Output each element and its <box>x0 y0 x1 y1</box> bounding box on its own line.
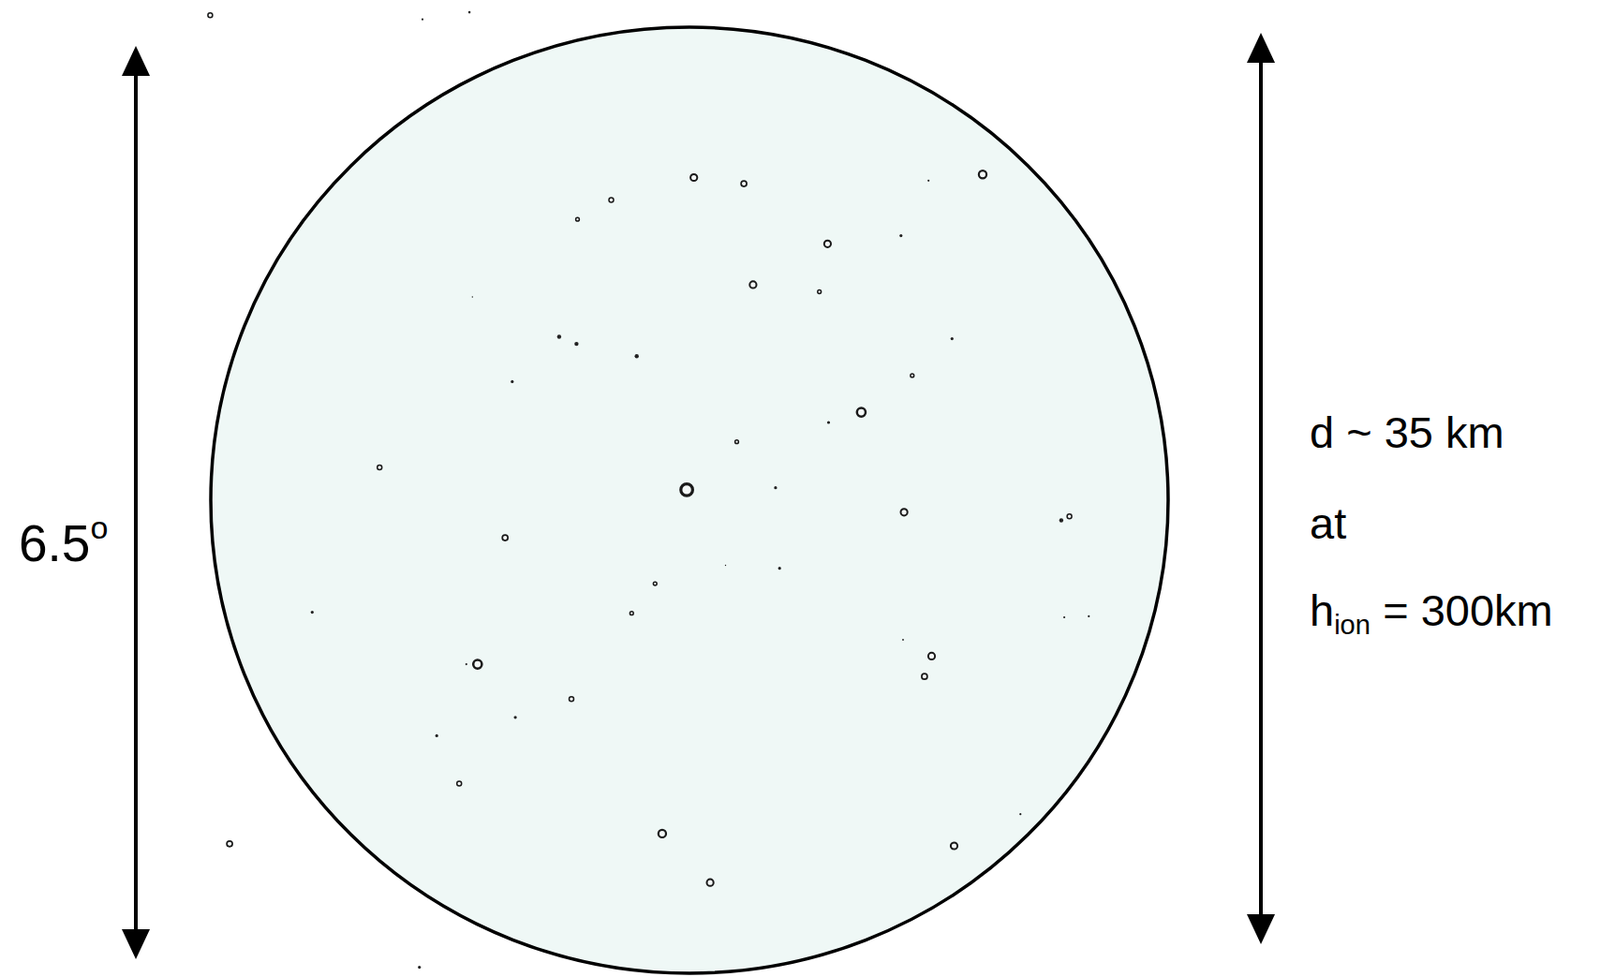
star <box>707 879 714 887</box>
star <box>457 781 462 786</box>
star <box>1019 813 1022 815</box>
dimension-label: 6.5o <box>18 511 108 570</box>
star <box>857 408 866 417</box>
star <box>778 566 782 570</box>
star <box>468 11 472 15</box>
star <box>740 180 747 187</box>
star <box>435 734 439 738</box>
arrow-head <box>1246 32 1275 63</box>
star <box>725 564 726 566</box>
star <box>690 174 697 181</box>
star <box>1063 616 1066 619</box>
star <box>824 240 831 248</box>
star <box>735 440 740 445</box>
star <box>514 715 518 719</box>
height-value: = 300km <box>1382 585 1554 636</box>
star <box>421 18 424 21</box>
star <box>629 611 634 616</box>
field-of-view <box>210 27 1169 974</box>
star-field <box>207 11 1091 969</box>
degree-sign: o <box>89 509 108 546</box>
star <box>901 508 908 516</box>
star <box>817 290 822 295</box>
star <box>473 660 482 669</box>
star <box>207 13 213 18</box>
star <box>773 486 777 489</box>
angle-value: 6.5 <box>18 514 90 573</box>
dimension-line <box>133 64 138 941</box>
star <box>928 652 935 660</box>
star <box>899 234 903 238</box>
height-subscript: ion <box>1333 609 1371 640</box>
star <box>557 334 562 339</box>
star <box>902 638 904 641</box>
star <box>658 829 667 838</box>
star <box>472 296 474 297</box>
star <box>681 484 694 497</box>
dimension-arrows <box>121 32 1275 960</box>
star <box>608 197 614 203</box>
arrow-head <box>121 45 150 76</box>
star <box>311 610 314 614</box>
star <box>226 841 233 847</box>
star <box>950 842 958 849</box>
dimension-label: hion = 300km <box>1309 588 1554 639</box>
dimension-label: at <box>1309 501 1347 546</box>
star <box>377 464 383 470</box>
star <box>1066 514 1072 519</box>
star <box>1059 518 1064 522</box>
star <box>950 337 954 341</box>
star <box>510 380 514 384</box>
star <box>749 281 756 288</box>
star <box>502 534 508 541</box>
star <box>652 581 657 586</box>
arrow-head <box>1246 914 1275 945</box>
star <box>978 170 987 178</box>
star <box>465 663 468 666</box>
star <box>569 696 575 702</box>
star <box>827 420 830 424</box>
height-symbol: h <box>1309 585 1334 636</box>
diameter-label: d ~ 35 km <box>1309 407 1505 458</box>
star <box>910 373 915 378</box>
star <box>927 179 930 182</box>
dimension-line <box>1259 51 1263 926</box>
arrow-head <box>121 929 150 960</box>
star <box>921 673 928 680</box>
dimension-label: d ~ 35 km <box>1309 410 1505 455</box>
connector-word: at <box>1309 498 1347 549</box>
star <box>576 217 580 222</box>
star <box>1087 615 1090 618</box>
star <box>574 341 578 346</box>
star <box>417 965 421 969</box>
star <box>635 354 639 358</box>
